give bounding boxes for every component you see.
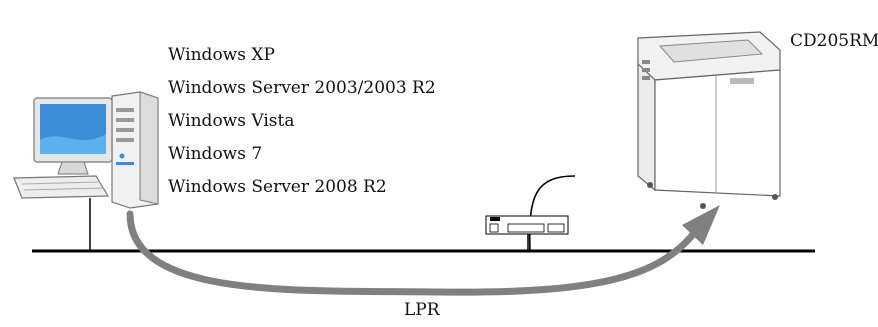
os-windows-xp: Windows XP [168,45,275,65]
lpr-label: LPR [404,300,440,320]
network-hub-icon [485,175,576,252]
os-windows-server-2003: Windows Server 2003/2003 R2 [168,78,436,98]
os-windows-vista: Windows Vista [168,111,295,131]
pc-icon [13,91,159,209]
os-windows-server-2008: Windows Server 2008 R2 [168,177,387,197]
os-windows-7: Windows 7 [168,144,263,164]
printer-model-label: CD205RM [790,31,878,51]
lpr-arrowhead [682,205,720,245]
supported-os-list: Windows XP Windows Server 2003/2003 R2 W… [168,39,436,204]
printer-icon [637,31,781,209]
lpr-arrow [126,210,699,296]
